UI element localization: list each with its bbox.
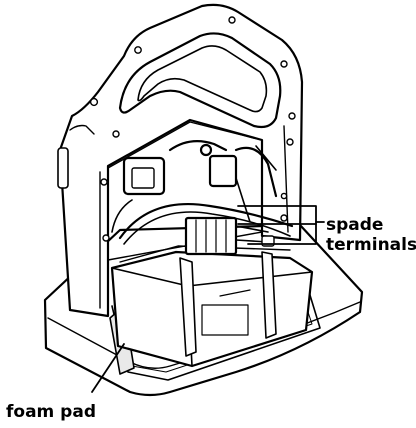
- spade-terminals-label-line1: spade: [326, 215, 383, 235]
- hold-down-strap: [119, 245, 291, 357]
- handle-frame: [57, 3, 304, 318]
- interior-electronics: [107, 121, 294, 261]
- foam-pad-leader: [91, 343, 125, 393]
- foam-pad-label: foam pad: [6, 402, 96, 422]
- callout-leaders: [91, 205, 325, 393]
- spade-terminal-block: [184, 216, 275, 256]
- screw-holes: [89, 16, 296, 242]
- spade-terminals-leader-upper: [237, 205, 317, 245]
- spade-terminals-label-line2: terminals: [326, 235, 416, 255]
